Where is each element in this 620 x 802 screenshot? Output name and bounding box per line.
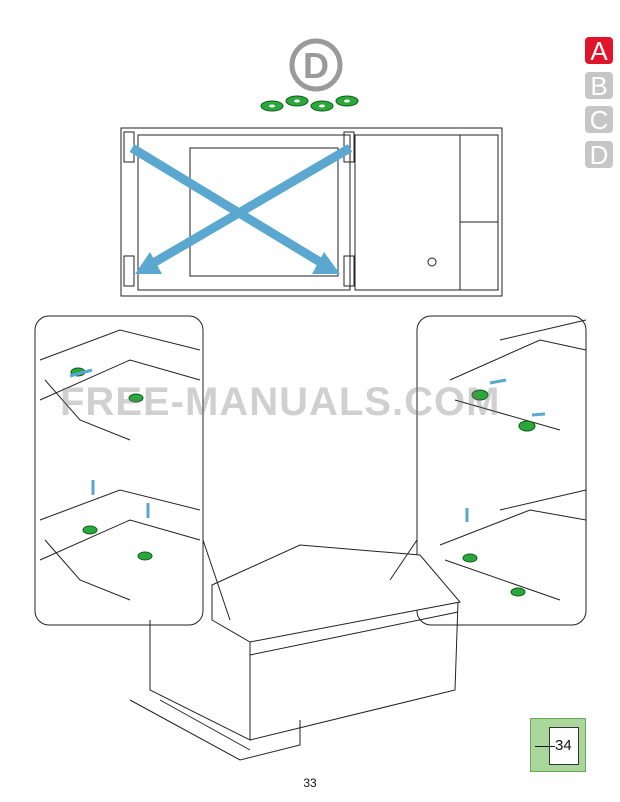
diagonal-arrows-icon	[129, 144, 353, 274]
step-tab-a[interactable]: A	[585, 37, 613, 65]
detail-inset-right	[416, 315, 587, 626]
inset-arrows	[69, 368, 546, 522]
watermark: FREE-MANUALS.COM	[60, 380, 501, 424]
page-number: 33	[303, 776, 317, 790]
washers-icon	[260, 95, 359, 112]
step-tab-d[interactable]: D	[585, 141, 613, 169]
cabinet-drawing	[129, 539, 461, 761]
top-view-drawing	[120, 127, 503, 297]
step-circle: D	[289, 38, 343, 92]
arrow-right-icon	[535, 746, 555, 747]
step-tab-c[interactable]: C	[585, 106, 613, 134]
next-page-link[interactable]: 34	[530, 718, 586, 772]
next-page-number: 34	[555, 737, 572, 754]
detail-inset-left	[34, 315, 204, 626]
step-tab-b[interactable]: B	[585, 72, 613, 100]
step-letter: D	[303, 45, 329, 86]
